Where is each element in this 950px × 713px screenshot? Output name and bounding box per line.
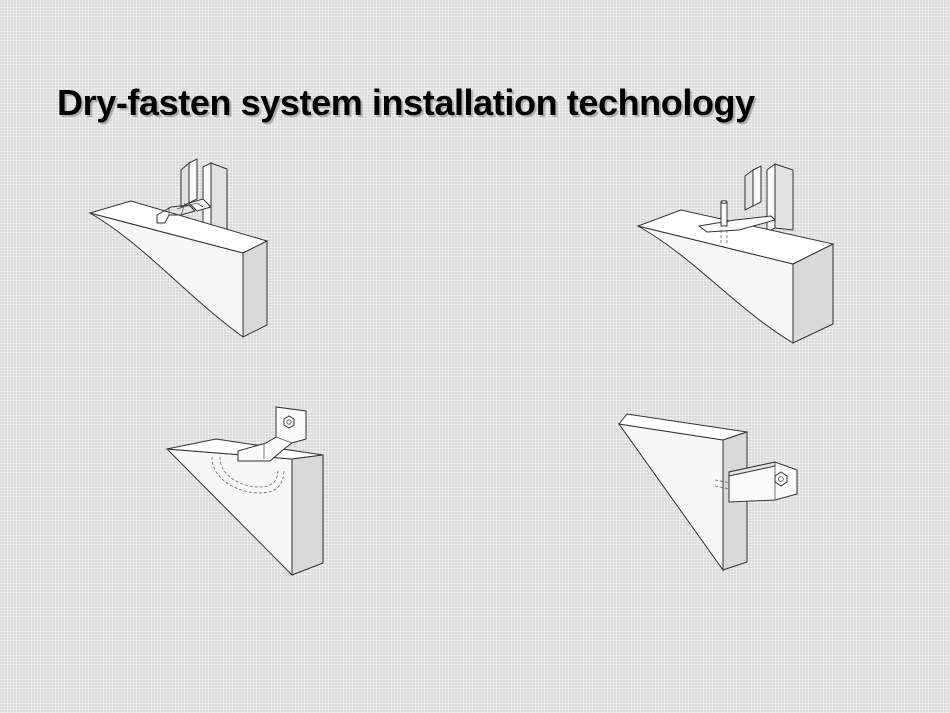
stone-panel-with-angle-bracket-and-pin-icon (636, 163, 835, 344)
hook-clip (156, 204, 196, 224)
pin-hidden-line (720, 230, 728, 244)
stone-curved-face (89, 212, 244, 338)
slot-hidden-arc (211, 456, 285, 494)
stone-end-face (792, 243, 834, 344)
stone-end-face (242, 240, 268, 338)
figure-top-left (85, 155, 285, 350)
figure-bottom-right (615, 406, 805, 576)
stone-curved-face (637, 225, 794, 344)
figure-bottom-left (160, 403, 330, 581)
stone-panel-with-bent-hook-anchor-icon (165, 406, 324, 577)
stone-triangle-face (165, 448, 293, 577)
support-plate (697, 215, 776, 233)
bracket-angle-face (210, 162, 228, 232)
bracket-upright (180, 161, 190, 208)
slide-title: Dry-fasten system installation technolog… (57, 82, 755, 123)
stone-panel-with-angle-bracket-and-hook-icon (88, 158, 269, 338)
bracket-upright-face (188, 158, 198, 204)
stone-end-face (291, 454, 324, 576)
bracket-upright (744, 169, 754, 211)
bracket-angle-face (774, 163, 794, 231)
bracket-upright-face (752, 165, 762, 207)
dowel-pin (720, 201, 728, 227)
stone-triangle-face (617, 423, 724, 572)
figure-top-right (635, 158, 840, 348)
bracket-angle-side (202, 162, 212, 232)
stone-panel-with-side-bolt-anchor-icon (617, 413, 798, 572)
bolt-hex (283, 415, 295, 429)
bolt-hex (774, 471, 788, 487)
